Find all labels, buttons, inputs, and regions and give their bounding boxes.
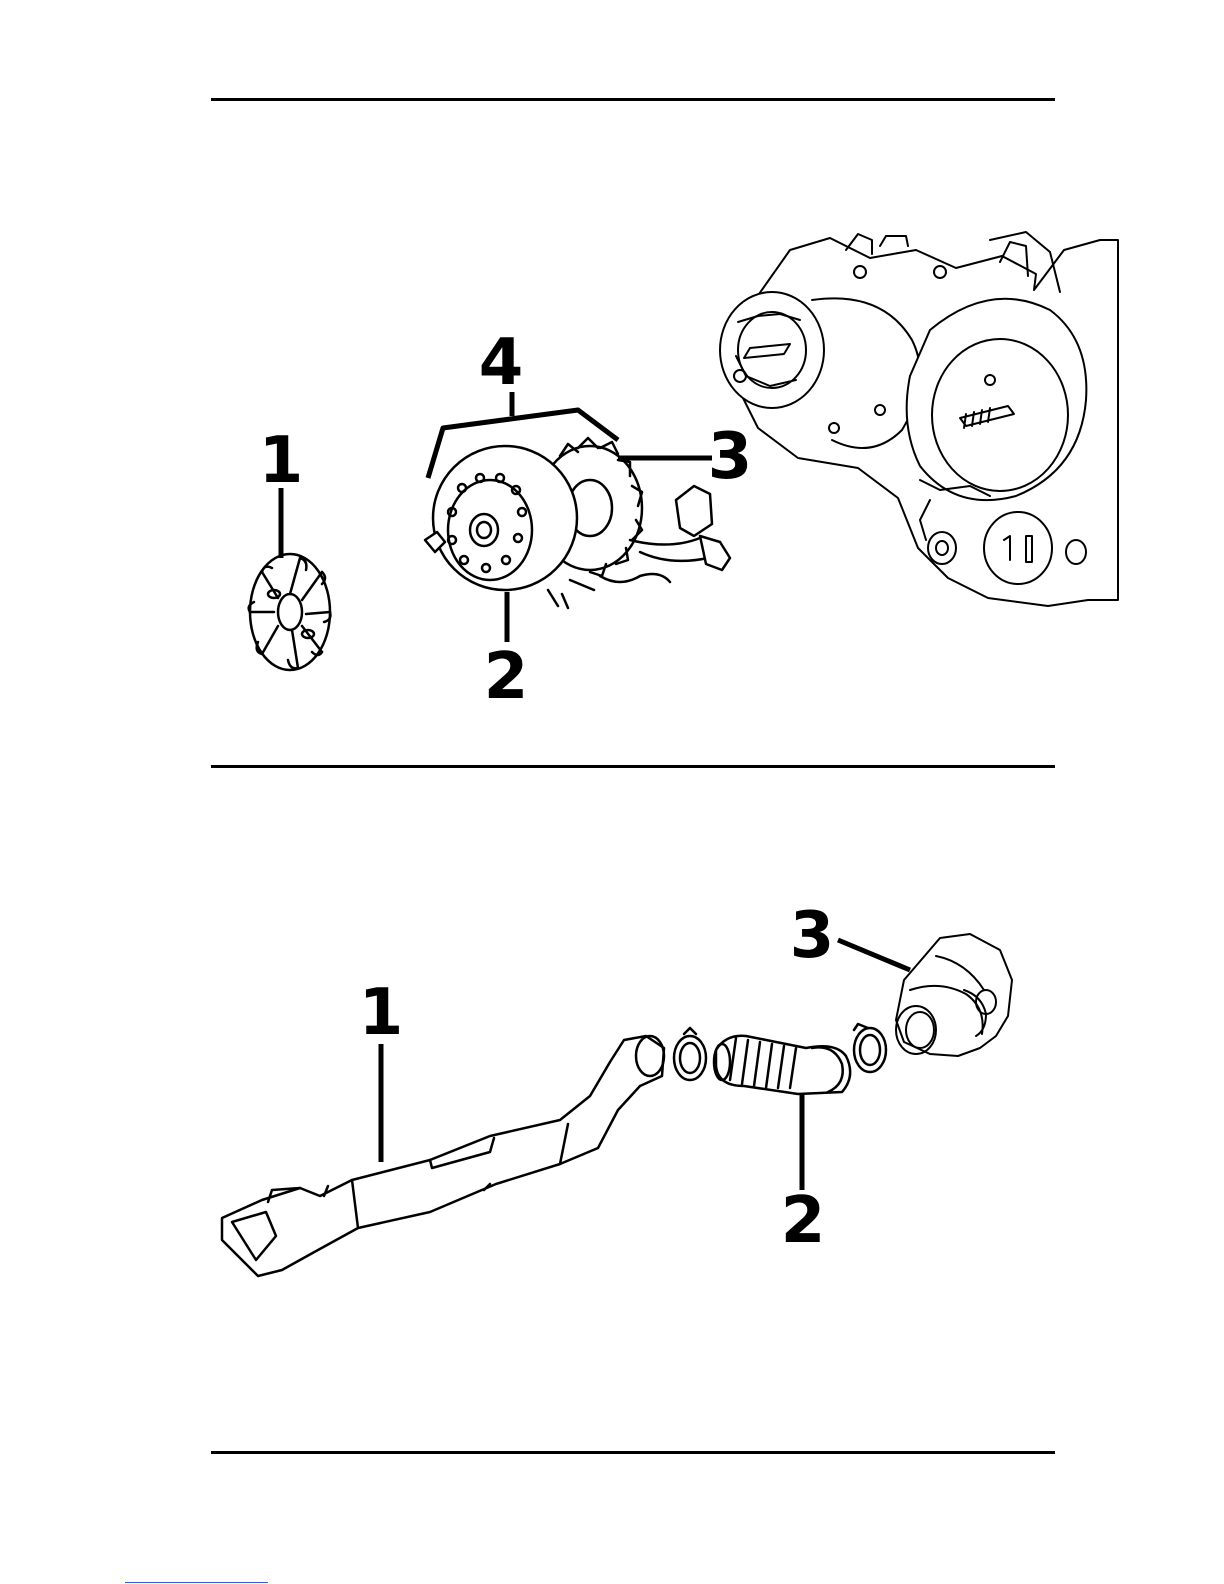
fan-shroud-drawing: [896, 934, 1012, 1056]
callout-leader-3-bottom: [838, 940, 910, 970]
top-figure: 1 2 3 4: [249, 232, 1118, 714]
cooling-fan-drawing: [249, 554, 331, 670]
callout-label-2: 2: [484, 640, 529, 714]
callout-label-1: 1: [259, 424, 304, 498]
callout-label-3-bottom: 3: [790, 899, 835, 973]
callout-label-4: 4: [479, 326, 524, 400]
hose-and-clamps-drawing: [674, 1024, 886, 1094]
bottom-figure: 1 2 3: [222, 899, 1012, 1276]
air-duct-drawing: [222, 1036, 664, 1276]
callout-label-3: 3: [708, 420, 753, 494]
engine-crankcase-drawing: [720, 232, 1118, 606]
callout-label-1-bottom: 1: [359, 976, 404, 1050]
callout-label-2-bottom: 2: [781, 1184, 826, 1258]
flywheel-stator-drawing: [425, 438, 730, 608]
